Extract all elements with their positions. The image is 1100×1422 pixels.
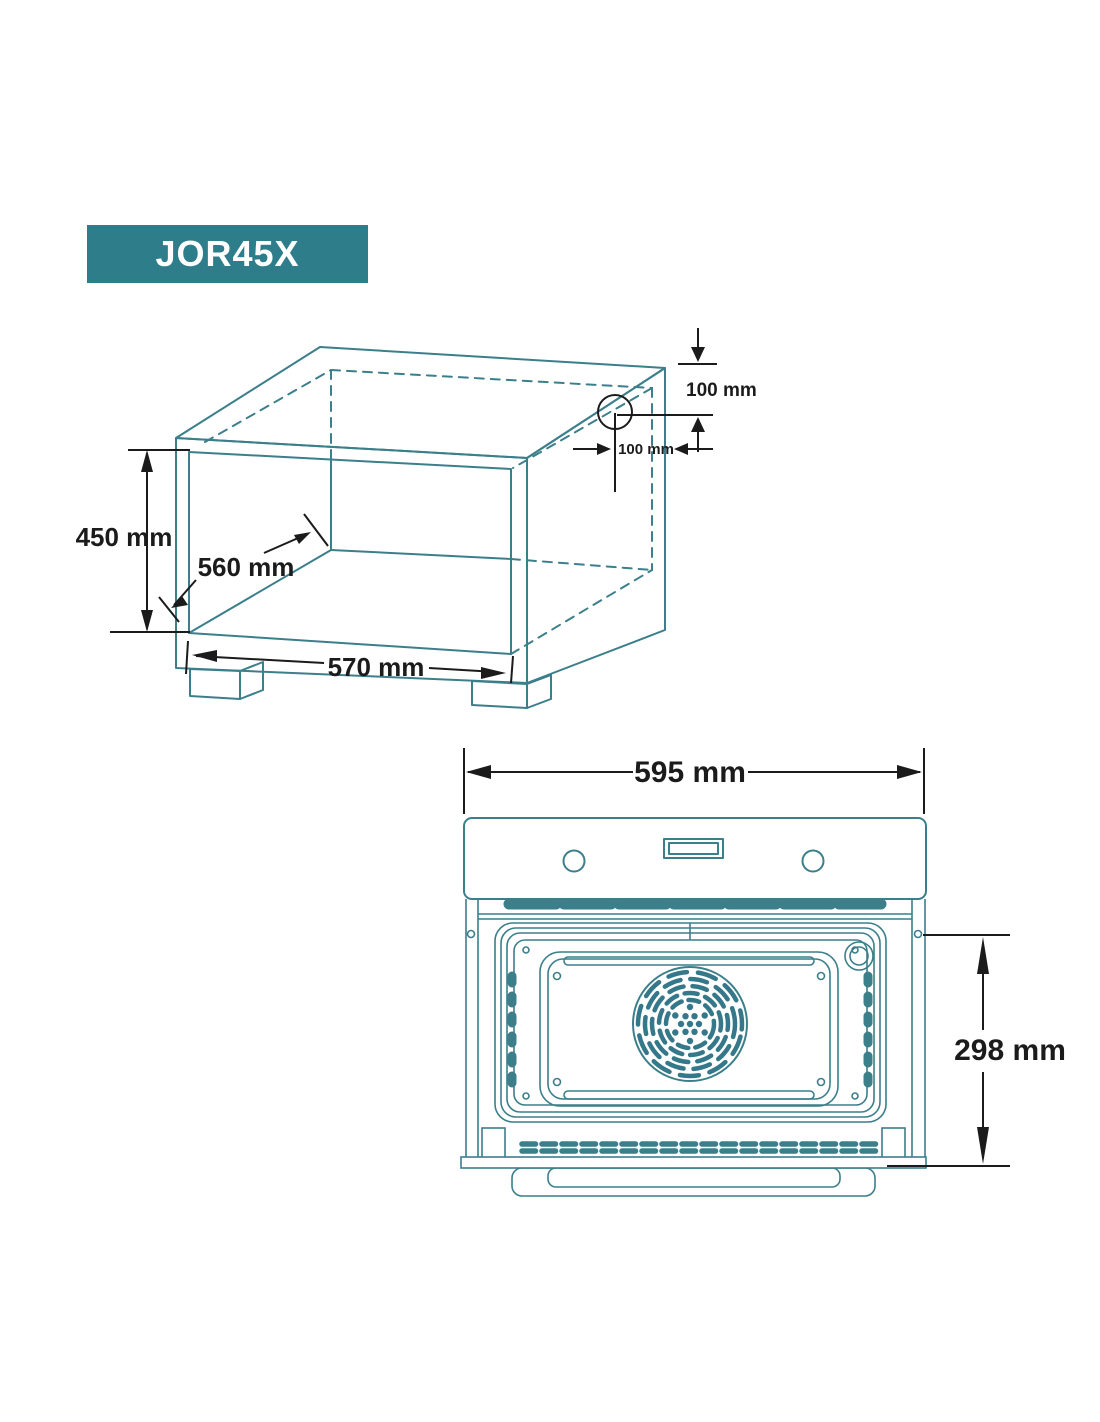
bottom-bracket-left — [481, 1127, 506, 1159]
dimension-hole-offset-horizontal: 100 mm — [573, 441, 713, 458]
dimension-label-hole-horizontal: 100 mm — [618, 441, 674, 458]
bottom-vent-slots — [519, 1141, 880, 1154]
mount-screw-right — [913, 929, 923, 939]
dimension-oven-height: 298 mm — [887, 934, 1066, 1167]
cabinet-hidden-edges — [204, 369, 653, 655]
mount-screw-left — [466, 929, 476, 939]
door-handle — [511, 1167, 876, 1197]
oven-cavity-frame — [494, 922, 887, 1123]
control-knob-right — [801, 849, 825, 873]
cabinet-cutout-diagram: 450 mm 560 mm 570 mm 100 mm — [76, 328, 757, 709]
dimension-hole-offset-vertical: 100 mm — [678, 328, 757, 452]
oven-control-panel — [463, 817, 927, 900]
dimension-label-width: 570 mm — [328, 652, 425, 682]
control-knob-left — [562, 849, 586, 873]
oven-chassis — [465, 898, 926, 1157]
dimension-label-height: 450 mm — [76, 522, 173, 552]
model-badge-label: JOR45X — [155, 233, 300, 274]
cable-hole-circle — [597, 394, 713, 492]
display-window — [663, 838, 724, 859]
dimension-niche-height: 450 mm — [76, 449, 190, 633]
oven-bottom — [460, 1127, 927, 1197]
dimension-niche-width: 570 mm — [185, 640, 514, 684]
dimension-niche-depth: 560 mm — [158, 513, 329, 623]
dimension-label-hole-vertical: 100 mm — [686, 380, 757, 401]
fan-hub-dots — [672, 1003, 708, 1045]
oven-front-view-diagram: 595 mm 298 mm — [460, 748, 1066, 1197]
dimension-label-oven-height: 298 mm — [954, 1034, 1066, 1067]
dimension-label-oven-width: 595 mm — [634, 756, 746, 789]
fan-grille — [632, 966, 748, 1082]
dimension-oven-width: 595 mm — [463, 748, 925, 814]
dimension-label-depth: 560 mm — [198, 552, 295, 582]
model-badge: JOR45X — [87, 225, 368, 283]
bottom-bracket-right — [881, 1127, 906, 1159]
door-trim-bar — [460, 1156, 927, 1169]
cavity-inner-frame — [539, 951, 839, 1107]
oven-lamp — [844, 941, 874, 971]
